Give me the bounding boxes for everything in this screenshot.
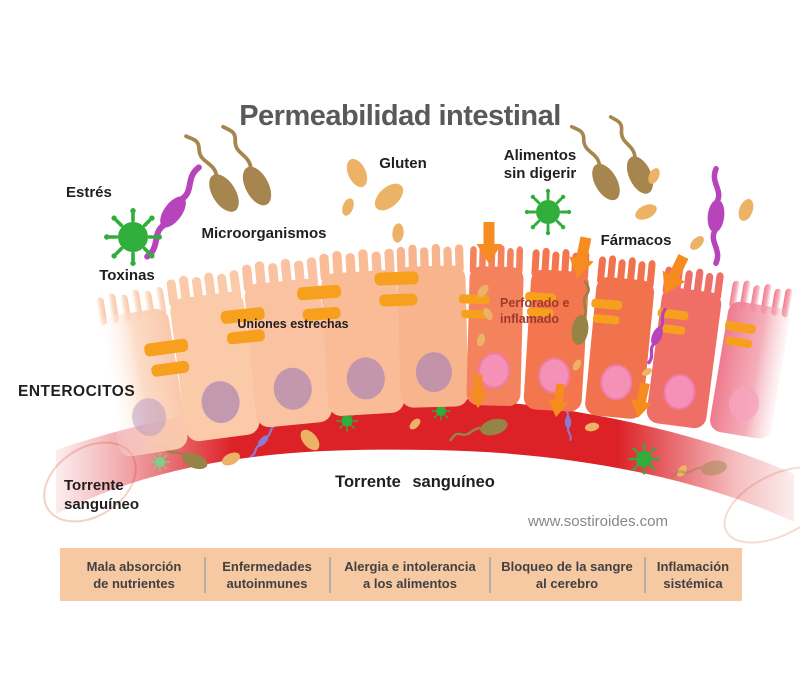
drugs-label: Fármacos [601, 232, 672, 249]
stress-label: Estrés [66, 184, 112, 201]
pathogen-worm-icon [694, 168, 739, 264]
cell-nucleus [132, 398, 167, 437]
consequence-text: a los alimentos [363, 576, 457, 591]
enterocyte-cell [396, 243, 469, 408]
undigested-food-label-line2: sin digerir [504, 165, 577, 182]
toxin-virus-icon [102, 206, 164, 268]
consequence-text: Alergia e intolerancia [344, 559, 476, 574]
consequence-text: Enfermedades [222, 559, 312, 574]
consequence-item-allergy: Alergia e intolerancia a los alimentos [344, 559, 476, 591]
consequence-text: autoinmunes [227, 576, 308, 591]
drug-blob-icon [632, 201, 660, 223]
bloodstream-left-label-line2: sanguíneo [64, 496, 139, 513]
gluten-blob-icon [391, 222, 405, 244]
undigested-food-virus-icon [523, 187, 573, 237]
blood-virus-icon [627, 442, 661, 476]
bloodstream-center-label: Torrente sanguíneo [335, 473, 495, 491]
enterocyte-cell [241, 255, 332, 428]
inflamed-cell [585, 254, 657, 419]
microorganisms-label: Microorganismos [201, 225, 326, 242]
tight-junctions-label: Uniones estrechas [237, 317, 348, 331]
consequence-item-malabsorption: Mala absorción de nutrientes [87, 559, 182, 591]
consequence-item-inflammation: Inflamación sistémica [657, 559, 729, 591]
enterocyte-cell [165, 268, 260, 442]
cell-nucleus [346, 357, 385, 400]
consequence-text: Mala absorción [87, 559, 182, 574]
enterocyte-cell [319, 247, 405, 416]
cell-nucleus [201, 381, 240, 424]
bloodstream-left-label-line1: Torrente [64, 477, 124, 494]
page-title: Permeabilidad intestinal [239, 100, 561, 132]
consequence-text: al cerebro [536, 576, 598, 591]
gluten-blob-icon [339, 196, 357, 218]
cell-nucleus [663, 374, 696, 410]
inflamed-cell [646, 264, 725, 429]
consequence-item-brain-blockage: Bloqueo de la sangre al cerebro [501, 559, 632, 591]
inflamed-cell [710, 278, 794, 439]
perforated-label-line1: Perforado e [500, 296, 570, 310]
consequence-text: sistémica [663, 576, 723, 591]
consequences-bar: Mala absorción de nutrientes Enfermedade… [60, 548, 742, 601]
cell-nucleus [538, 357, 571, 394]
consequence-item-autoimmune: Enfermedades autoinmunes [222, 559, 312, 591]
drug-blob-icon [735, 197, 757, 223]
cell-nucleus [415, 352, 452, 393]
gluten-label: Gluten [379, 155, 427, 172]
perforated-label-line2: inflamado [500, 312, 559, 326]
stress-worm-icon [144, 160, 202, 265]
undigested-food-label-line1: Alimentos [504, 147, 577, 164]
consequences-bar-background [60, 548, 742, 601]
cell-nucleus [273, 367, 312, 410]
bar-dividers [204, 557, 646, 593]
enterocytes-label: ENTEROCITOS [18, 383, 135, 400]
gluten-blob-icon [369, 178, 409, 216]
blood-virus-icon [149, 451, 171, 473]
consequence-text: Inflamación [657, 559, 729, 574]
drug-blob-icon [687, 233, 707, 253]
cell-nucleus [729, 386, 760, 421]
cell-nucleus [478, 352, 511, 389]
website-label: www.sostiroides.com [527, 513, 668, 530]
consequence-text: de nutrientes [93, 576, 175, 591]
inflamed-cell [523, 247, 590, 412]
consequence-text: Bloqueo de la sangre [501, 559, 632, 574]
toxins-label: Toxinas [99, 267, 155, 284]
cell-nucleus [600, 364, 633, 401]
gluten-blob-icon [342, 155, 372, 191]
